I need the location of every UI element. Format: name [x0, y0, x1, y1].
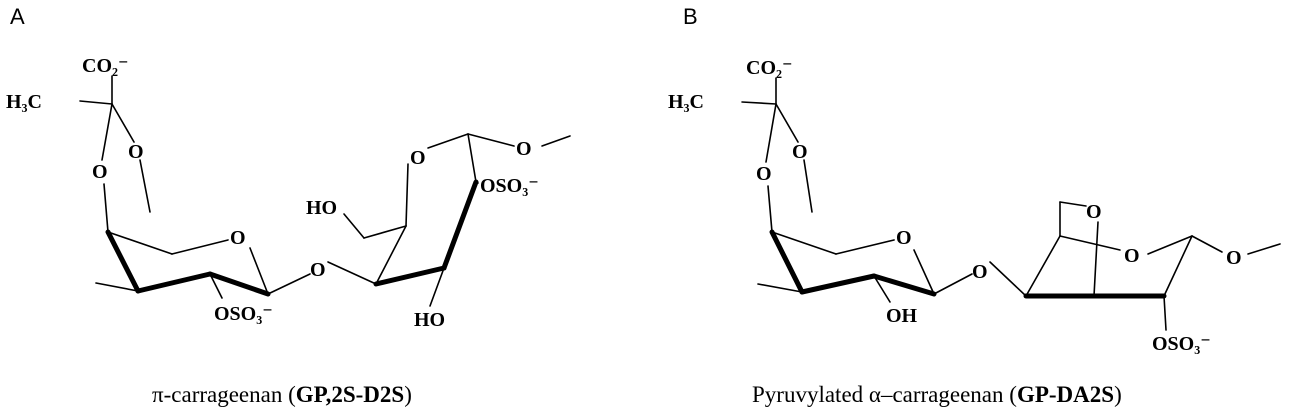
panel-a-caption: π-carrageenan (GP,2S-D2S) [152, 382, 412, 407]
glycosidic-oxygen: O [972, 261, 988, 283]
panel-b-letter: B [683, 4, 698, 29]
hydroxyl-label: OH [886, 305, 918, 327]
sulfate-label: OSO₃⁻ [1152, 333, 1211, 355]
acetal-oxygen-2: O [92, 161, 108, 183]
panel-a: A [6, 4, 571, 407]
panel-a-letter: A [10, 4, 25, 29]
ring-oxygen-2: O [410, 147, 426, 169]
hydroxyl-label: HO [414, 309, 445, 331]
carboxylate-label: CO₂⁻ [746, 57, 793, 79]
panel-b-caption: Pyruvylated α–carrageenan (GP-DA2S) [752, 382, 1122, 407]
panel-a-bonds [79, 75, 571, 307]
sulfate-label-2: OSO₃⁻ [480, 175, 539, 197]
methyl-label: H₃C [668, 91, 704, 113]
panel-b-atoms: CO₂⁻ H₃C O O O OH O O O O OSO₃⁻ [668, 57, 1242, 355]
acetal-oxygen-2: O [756, 163, 772, 185]
panel-a-atoms: CO₂⁻ H₃C O O O O OSO₃⁻ O O OSO₃⁻ HO HO [6, 55, 539, 331]
sulfate-label-1: OSO₃⁻ [214, 303, 273, 325]
acetal-oxygen-1: O [128, 141, 144, 163]
anomeric-oxygen: O [1226, 247, 1242, 269]
panel-b-bonds [741, 77, 1281, 331]
panel-b: B [668, 4, 1281, 407]
methyl-label: H₃C [6, 91, 42, 113]
hydroxymethyl-label: HO [306, 197, 337, 219]
glycosidic-oxygen: O [310, 259, 326, 281]
carboxylate-label: CO₂⁻ [82, 55, 129, 77]
anomeric-oxygen: O [516, 138, 532, 160]
ring-oxygen-1: O [230, 227, 246, 249]
acetal-oxygen-1: O [792, 141, 808, 163]
bridge-oxygen: O [1086, 201, 1102, 223]
ring-oxygen-2: O [1124, 245, 1140, 267]
ring-oxygen-1: O [896, 227, 912, 249]
